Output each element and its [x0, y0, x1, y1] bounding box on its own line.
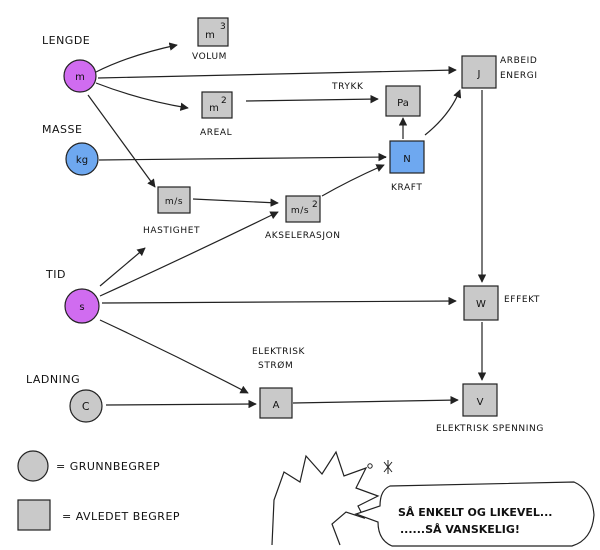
power-box [463, 285, 499, 321]
node-energy: J ARBEID ENERGI [461, 55, 538, 89]
edge-time-current [99, 319, 249, 394]
speed-symbol: m/s [165, 197, 183, 207]
edges [87, 42, 487, 409]
pressure-symbol: Pa [397, 98, 409, 109]
force-symbol: N [403, 154, 410, 165]
legend-derived-text: = AVLEDET BEGREP [62, 510, 180, 523]
edge-length-speed [87, 94, 156, 188]
acceleration-symbol: m/s [291, 206, 309, 216]
node-speed: m/s HASTIGHET [143, 186, 200, 236]
edge-acceleration-force [321, 164, 385, 197]
speed-label: HASTIGHET [143, 226, 200, 236]
node-mass: MASSE kg [42, 123, 99, 176]
node-acceleration: m/s 2 AKSELERASJON [265, 195, 341, 241]
charge-label: LADNING [26, 373, 80, 386]
legend-base-text: = GRUNNBEGREP [56, 460, 160, 473]
pressure-label: TRYKK [331, 82, 364, 92]
energy-label-1: ARBEID [500, 56, 537, 66]
current-box [259, 387, 293, 419]
area-label: AREAL [200, 128, 232, 138]
speech-bubble: SÅ ENKELT OG LIKEVEL... ......SÅ VANSKEL… [354, 481, 595, 547]
edge-time-speed [99, 247, 146, 287]
node-voltage: V ELEKTRISK SPENNING [436, 383, 544, 434]
thought-dot-icon [367, 463, 373, 469]
edge-charge-current [105, 399, 257, 409]
mass-symbol: kg [76, 155, 88, 166]
node-force: N KRAFT [389, 140, 425, 193]
mass-circle [65, 142, 99, 176]
edge-length-energy [97, 65, 457, 79]
volume-box [197, 17, 229, 47]
length-label: LENGDE [42, 34, 90, 47]
energy-label-2: ENERGI [500, 71, 538, 81]
edge-length-area [95, 82, 189, 111]
length-symbol: m [75, 72, 85, 83]
current-symbol: A [273, 400, 280, 411]
voltage-label: ELEKTRISK SPENNING [436, 424, 544, 434]
pressure-box [385, 85, 421, 117]
edge-length-volume [95, 42, 178, 73]
legend-derived-box [17, 499, 51, 531]
length-circle [63, 59, 97, 93]
edge-force-energy [424, 89, 462, 136]
speech-line-1: SÅ ENKELT OG LIKEVEL... [398, 506, 552, 519]
energy-symbol: J [477, 69, 481, 80]
node-power: W EFFEKT [463, 285, 540, 321]
acceleration-exponent: 2 [312, 200, 318, 210]
node-current: ELEKTRISK STRØM A [252, 347, 306, 419]
edge-time-acceleration [99, 211, 279, 297]
voltage-symbol: V [477, 397, 484, 408]
charge-circle [69, 389, 103, 423]
edge-speed-acceleration [192, 198, 279, 207]
time-label: TID [45, 268, 66, 281]
energy-box [461, 55, 497, 89]
volume-exponent: 3 [220, 22, 226, 32]
area-box [201, 91, 233, 119]
edge-area-pressure [245, 94, 379, 104]
speed-box [157, 186, 191, 214]
mass-label: MASSE [42, 123, 82, 136]
acceleration-box [285, 195, 321, 223]
power-label: EFFEKT [504, 295, 540, 305]
exploding-head-doodle [271, 450, 393, 546]
current-label-1: ELEKTRISK [252, 347, 306, 357]
node-area: m 2 AREAL [200, 91, 233, 138]
voltage-box [462, 383, 498, 417]
force-box [389, 140, 425, 174]
charge-symbol: C [82, 400, 90, 413]
speech-bubble-shape [354, 481, 595, 547]
speech-line-2: ......SÅ VANSKELIG! [400, 523, 520, 536]
edge-mass-force [98, 152, 387, 162]
node-charge: LADNING C [26, 373, 103, 423]
volume-symbol: m [205, 30, 215, 41]
power-symbol: W [476, 299, 486, 310]
legend: = GRUNNBEGREP = AVLEDET BEGREP [17, 450, 180, 531]
area-exponent: 2 [221, 96, 227, 106]
node-time: TID s [45, 268, 100, 324]
time-circle [64, 288, 100, 324]
node-volume: m 3 VOLUM [192, 17, 229, 62]
spark-icon [383, 460, 393, 474]
current-label-2: STRØM [258, 360, 293, 371]
explosion-icon [271, 450, 380, 546]
acceleration-label: AKSELERASJON [265, 231, 341, 241]
node-pressure: TRYKK Pa [331, 82, 421, 117]
volume-label: VOLUM [192, 52, 227, 62]
force-label: KRAFT [391, 183, 422, 193]
node-length: LENGDE m [42, 34, 97, 93]
edge-current-voltage [292, 395, 459, 405]
edge-time-power [101, 296, 457, 306]
legend-base-circle [17, 450, 49, 482]
area-symbol: m [209, 103, 219, 114]
time-symbol: s [79, 302, 84, 313]
